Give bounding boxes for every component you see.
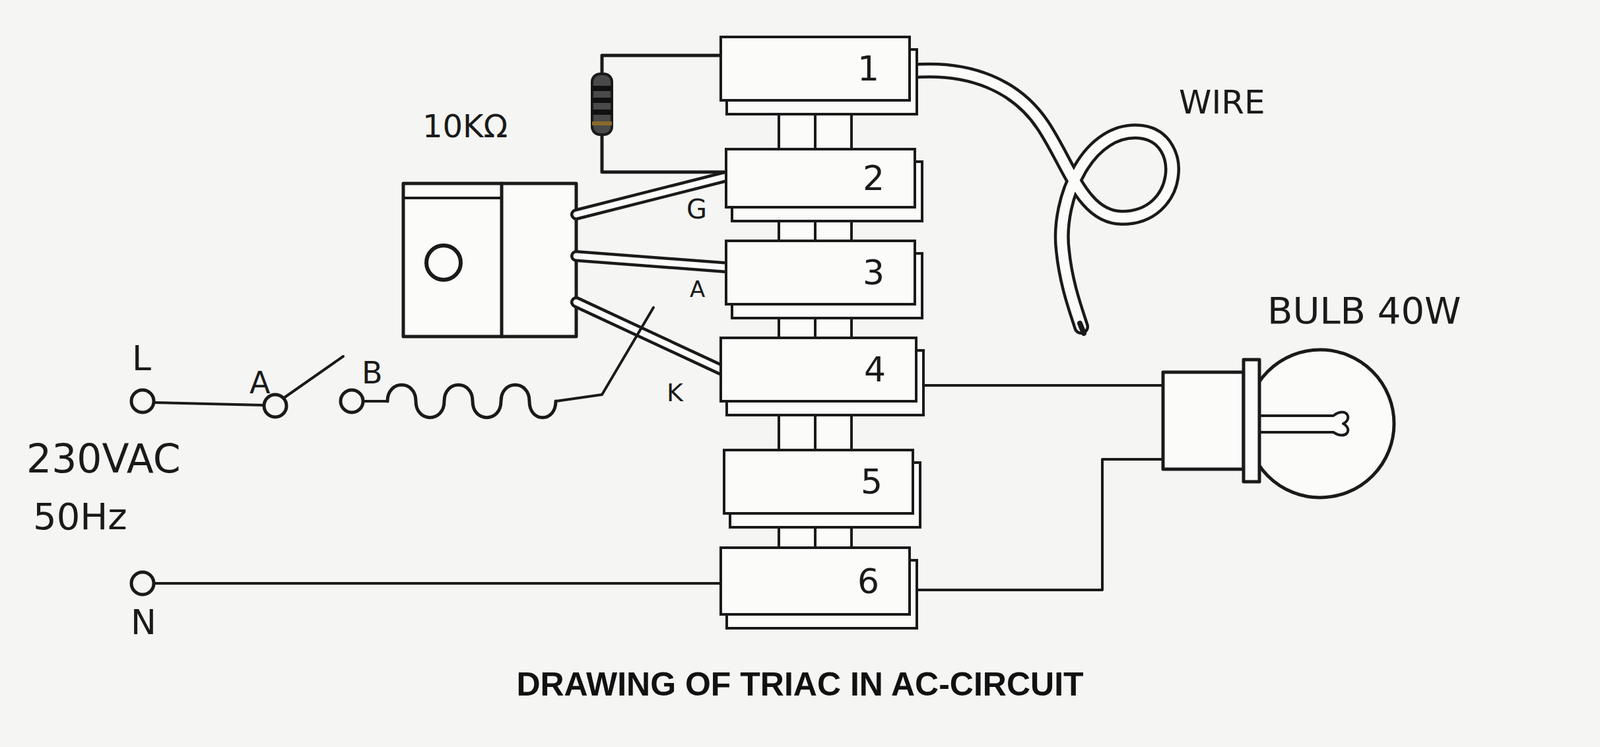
terminal-number: 3	[862, 255, 885, 290]
terminal-number: 1	[857, 51, 880, 86]
resistor-value: 10KΩ	[422, 108, 508, 144]
terminal-number: 2	[862, 161, 885, 196]
resistor-wire	[601, 55, 725, 173]
terminal-block: 1	[719, 35, 911, 102]
wire-label: WIRE	[1178, 84, 1266, 121]
terminal-block: 3	[724, 239, 917, 306]
terminal-number: 5	[860, 464, 883, 500]
terminal-number: 6	[857, 564, 880, 599]
terminal-number: 4	[864, 352, 886, 387]
switch-terminal: A	[249, 366, 270, 400]
switch-terminal: B	[361, 356, 383, 391]
line-label: L	[132, 339, 152, 378]
terminal-block: 2	[724, 147, 917, 209]
supply-voltage: 230VAC	[26, 436, 181, 481]
caption: DRAWING OF TRIAC IN AC-CIRCUIT	[0, 665, 1600, 704]
terminal-block: 6	[719, 546, 911, 616]
pin-name: K	[666, 379, 684, 408]
terminal-block: 5	[722, 448, 915, 515]
neutral-label: N	[130, 603, 157, 642]
supply-frequency: 50Hz	[33, 496, 128, 538]
pin-name: G	[686, 194, 707, 224]
bulb-label: BULB 40W	[1267, 290, 1461, 332]
pin-name: A	[689, 277, 705, 302]
terminal-block: 4	[719, 336, 918, 403]
